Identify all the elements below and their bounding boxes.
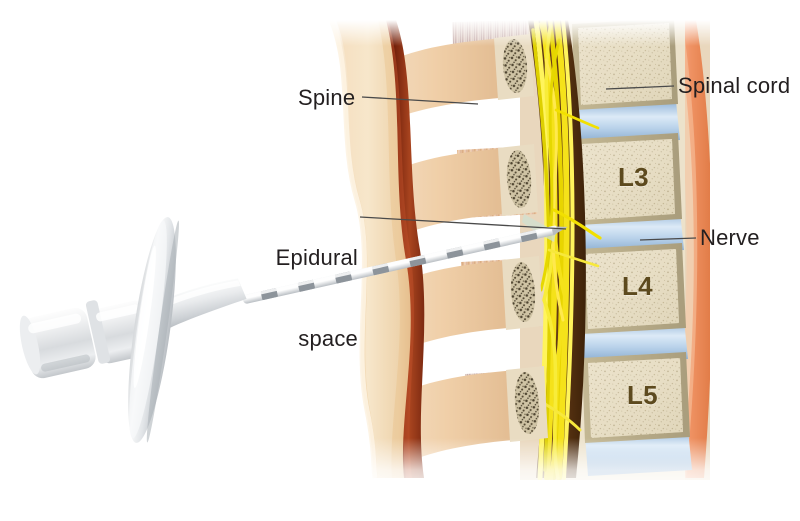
leader-epidural-space xyxy=(359,216,567,230)
syringe-plunger-cap xyxy=(19,307,96,379)
spinous-process-tips xyxy=(494,34,548,442)
vertebra-l3 xyxy=(576,133,682,225)
needle-wing-flange xyxy=(128,217,179,443)
label-epidural-space-line2: space xyxy=(298,326,358,351)
leader-spine xyxy=(361,96,479,105)
label-spinal-cord: Spinal cord xyxy=(678,73,791,98)
label-epidural-space: Epidural space xyxy=(186,190,358,406)
label-spine: Spine xyxy=(298,85,356,110)
vertebra-label-l5: L5 xyxy=(627,380,658,410)
leader-spinal-cord xyxy=(605,85,675,90)
leader-nerve xyxy=(639,237,697,241)
label-nerve: Nerve xyxy=(700,225,760,250)
label-epidural-space-line1: Epidural xyxy=(275,245,358,270)
vertebra-label-l3: L3 xyxy=(618,162,649,192)
needle-hub xyxy=(147,278,247,336)
vertebra-label-l4: L4 xyxy=(622,271,653,301)
vertebra-l5 xyxy=(582,352,690,443)
anterior-longitudinal-ligament xyxy=(676,20,710,478)
vertebra-l4 xyxy=(579,243,686,334)
cauda-equina-nerves xyxy=(531,20,602,480)
top-fade xyxy=(330,20,710,46)
bottom-fade xyxy=(330,438,710,496)
